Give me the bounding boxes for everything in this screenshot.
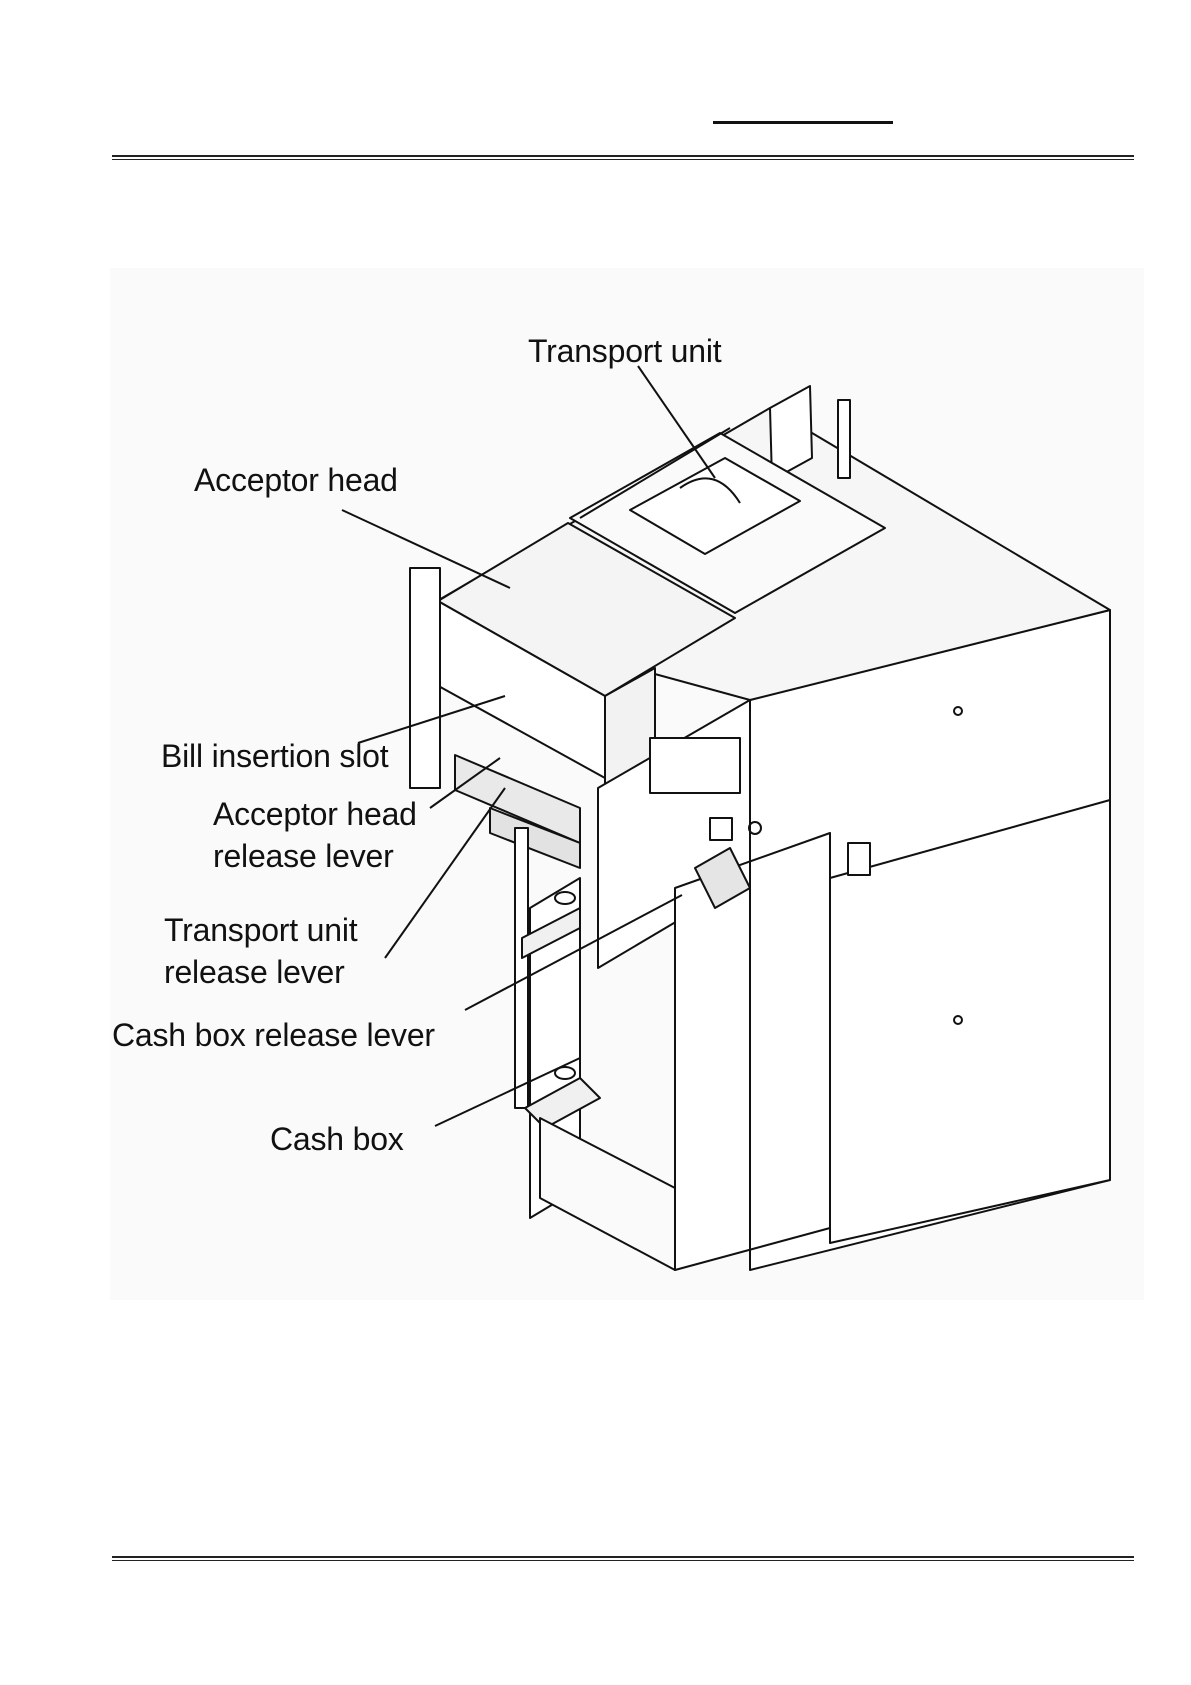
header-underline	[713, 121, 893, 124]
footer-rule	[112, 1556, 1134, 1561]
bill-acceptor-illustration	[110, 268, 1144, 1300]
bill-acceptor-diagram: Transport unit Acceptor head Bill insert…	[110, 268, 1144, 1300]
label-cash-box-release-lever: Cash box release lever	[112, 1014, 435, 1056]
label-transport-unit-release-lever-line2: release lever	[164, 951, 345, 993]
label-bill-insertion-slot: Bill insertion slot	[161, 735, 388, 777]
label-transport-unit-release-lever-line1: Transport unit	[164, 909, 357, 951]
label-cash-box: Cash box	[270, 1118, 404, 1160]
label-transport-unit: Transport unit	[528, 330, 721, 372]
label-acceptor-head: Acceptor head	[194, 459, 398, 501]
label-acceptor-head-release-lever-line2: release lever	[213, 835, 394, 877]
label-acceptor-head-release-lever-line1: Acceptor head	[213, 793, 417, 835]
header-rule	[112, 155, 1134, 160]
